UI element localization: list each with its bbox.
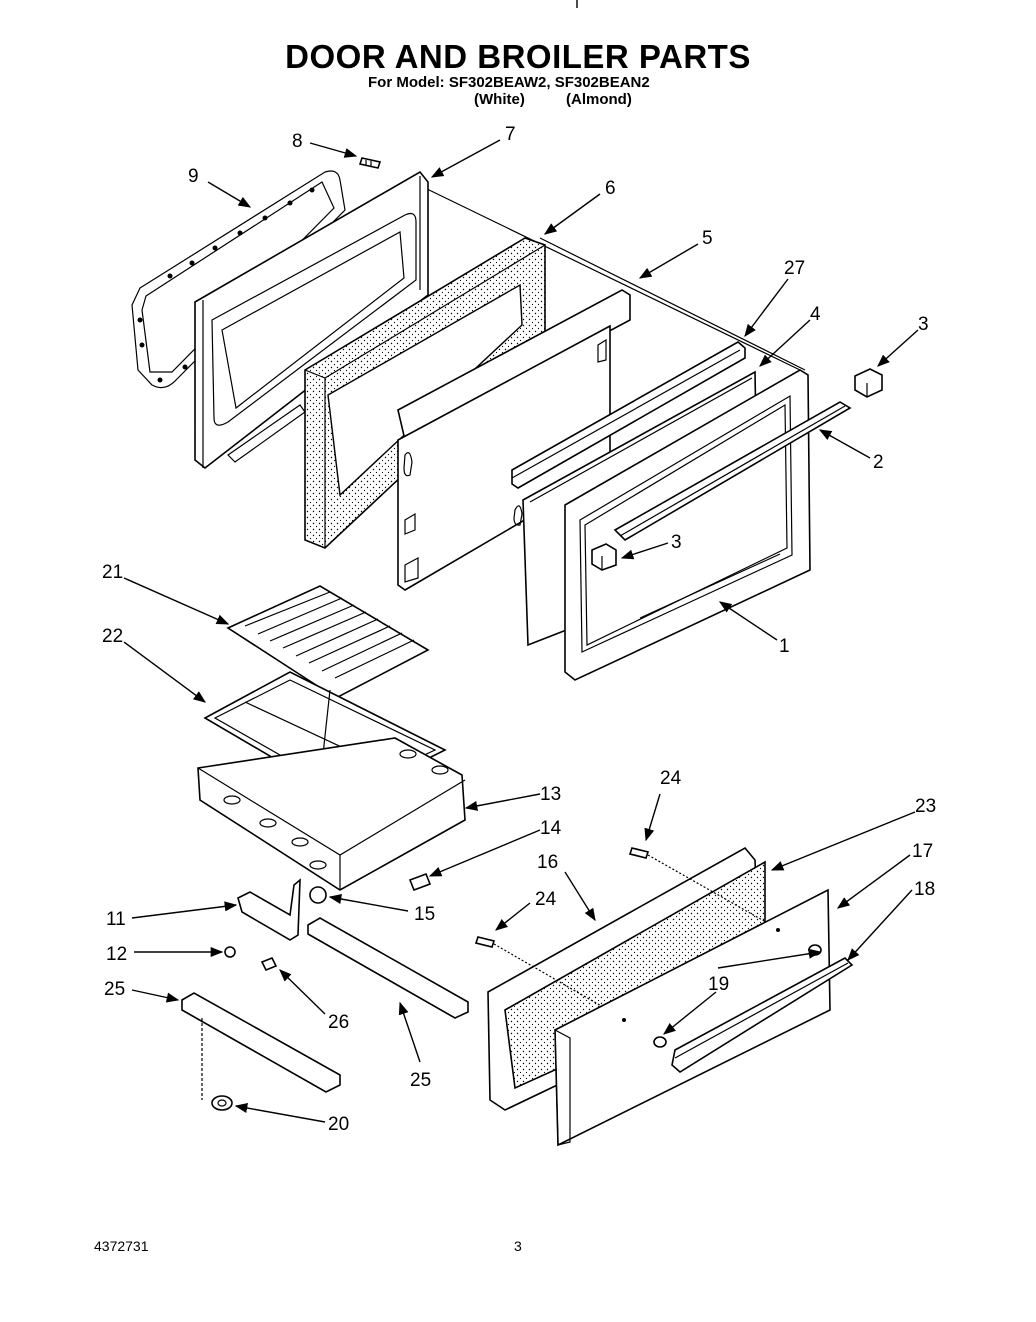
callout-22: 22 <box>102 626 123 647</box>
callout-21: 21 <box>102 562 123 583</box>
part-13-broiler-drawer <box>197 737 466 891</box>
part-12-nut <box>224 946 236 958</box>
part-24-screw-upper <box>628 847 650 859</box>
part-8-screw <box>358 157 382 169</box>
part-14-clip <box>408 872 432 892</box>
callout-1: 1 <box>779 636 790 657</box>
part-3-end-cap-lower <box>591 543 617 571</box>
callout-25-left: 25 <box>104 979 125 1000</box>
part-18-drawer-handle <box>671 957 854 1073</box>
callout-12: 12 <box>106 944 127 965</box>
callout-4: 4 <box>810 304 821 325</box>
callout-7: 7 <box>505 124 516 145</box>
callout-3: 3 <box>918 314 929 335</box>
callout-16: 16 <box>537 852 558 873</box>
part-25-slide-rail-right <box>307 917 469 1019</box>
callout-14: 14 <box>540 818 562 839</box>
callout-8: 8 <box>292 131 303 152</box>
callout-9: 9 <box>188 166 199 187</box>
callout-labels: 8 7 9 6 5 27 4 3 2 3 1 21 22 13 14 24 23… <box>102 124 936 1135</box>
callout-3-lower: 3 <box>671 532 682 553</box>
part-24-screw-lower <box>474 936 496 948</box>
page-title: DOOR AND BROILER PARTS <box>285 38 751 75</box>
part-6-insulation <box>304 237 546 549</box>
leader-lines <box>123 139 919 1123</box>
part-3-end-cap-upper <box>854 368 883 398</box>
part-19-spacer-lower <box>653 1036 667 1048</box>
part-15-spring-clip <box>309 886 327 904</box>
callout-27: 27 <box>784 258 805 279</box>
callout-18: 18 <box>914 879 935 900</box>
document-number: 4372731 <box>94 1238 149 1254</box>
part-27-channel <box>511 341 746 489</box>
callout-24-upper: 24 <box>660 768 682 789</box>
page-number: 3 <box>514 1238 522 1254</box>
color-almond-label: (Almond) <box>566 91 632 108</box>
callout-20: 20 <box>328 1114 349 1135</box>
callout-26: 26 <box>328 1012 349 1033</box>
part-25-slide-rail-left <box>181 992 341 1100</box>
part-11-bracket <box>237 878 301 941</box>
part-5-door-liner <box>397 289 631 591</box>
callout-13: 13 <box>540 784 561 805</box>
part-26-screw <box>260 956 278 972</box>
callout-19: 19 <box>708 974 729 995</box>
part-21-broiler-grid <box>226 585 430 699</box>
model-line: For Model: SF302BEAW2, SF302BEAN2 <box>368 74 650 91</box>
callout-5: 5 <box>702 228 713 249</box>
callout-11: 11 <box>106 909 126 930</box>
guide-lines <box>424 187 806 371</box>
part-2-handle <box>613 401 852 542</box>
callout-17: 17 <box>912 841 933 862</box>
part-9-gasket <box>131 170 346 389</box>
part-17-drawer-front <box>554 888 831 1147</box>
callout-25-bottom: 25 <box>410 1070 431 1091</box>
callout-6: 6 <box>605 178 616 199</box>
callout-24-lower: 24 <box>535 889 557 910</box>
color-white-label: (White) <box>474 91 525 108</box>
callout-23: 23 <box>915 796 936 817</box>
part-20-roller <box>211 1095 233 1111</box>
part-1-outer-door <box>564 369 811 681</box>
callout-2: 2 <box>873 452 884 473</box>
callout-15: 15 <box>414 904 435 925</box>
